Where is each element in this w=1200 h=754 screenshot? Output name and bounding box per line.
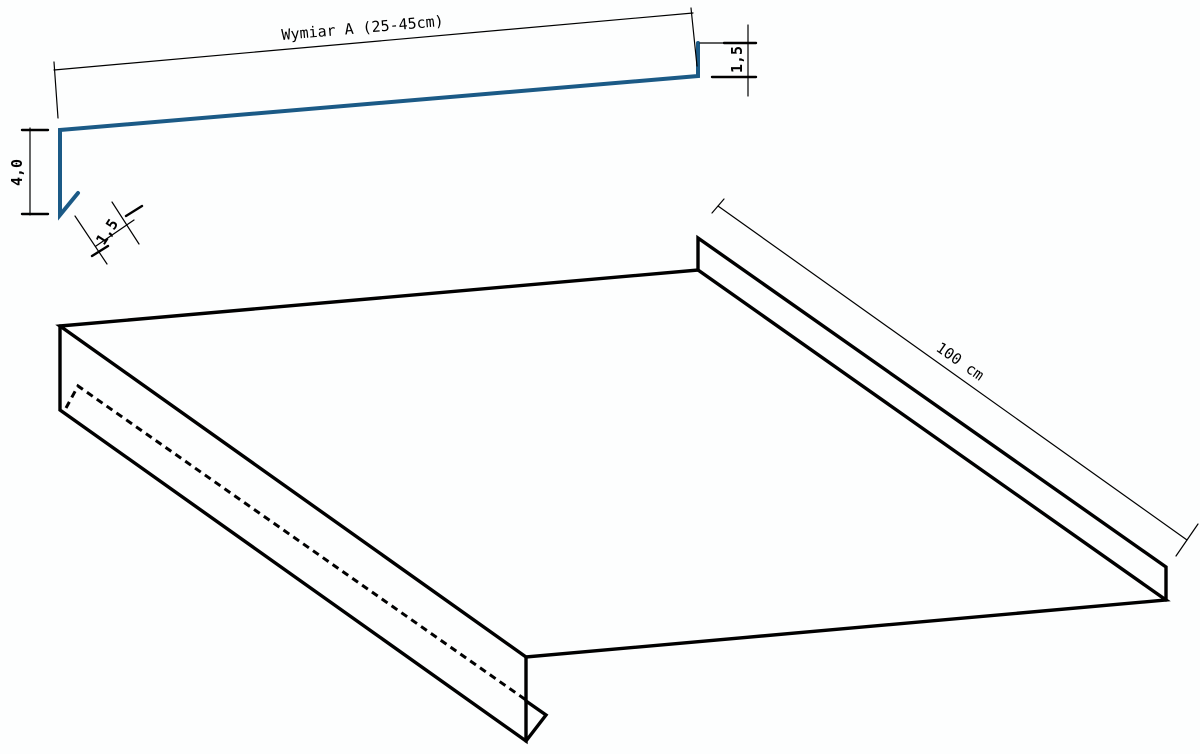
- sill-top-surface: [55, 268, 1171, 659]
- width-extension-right: [690, 7, 698, 67]
- windowsill-3d-view: [55, 234, 1171, 745]
- width-extension-left: [53, 61, 59, 119]
- sill-hidden-drip-line: [64, 383, 527, 702]
- length-dimension: 100 cm: [711, 198, 1199, 557]
- drip-edge-tick-2: [124, 204, 144, 218]
- drip-edge-label: 1,5: [92, 216, 122, 249]
- drip-edge-dimension-line: [95, 219, 135, 247]
- length-extension-bottom: [1175, 523, 1199, 557]
- width-dimension-label: Wymiar A (25-45cm): [281, 12, 445, 44]
- length-label: 100 cm: [933, 339, 988, 385]
- width-dimension-line: [53, 12, 694, 71]
- length-extension-top: [711, 198, 725, 214]
- drip-edge-dimension: 1,5: [74, 201, 144, 265]
- front-height-label: 4,0: [8, 159, 26, 186]
- drip-edge-extension-2: [111, 201, 140, 245]
- length-dimension-line: [717, 205, 1188, 541]
- sill-front-face: [58, 324, 528, 745]
- top-flange-label: 1,5: [728, 46, 746, 73]
- drip-edge-tick-1: [90, 244, 110, 258]
- profile-line: [58, 41, 700, 221]
- front-height-dimension: 4,0: [8, 127, 50, 216]
- drip-edge-extension-1: [74, 215, 108, 265]
- profile-cross-section: [58, 41, 700, 221]
- top-flange-dimension: 1,5: [699, 24, 758, 97]
- sill-back-upstand: [696, 234, 1168, 602]
- sill-drip-edge: [524, 699, 549, 743]
